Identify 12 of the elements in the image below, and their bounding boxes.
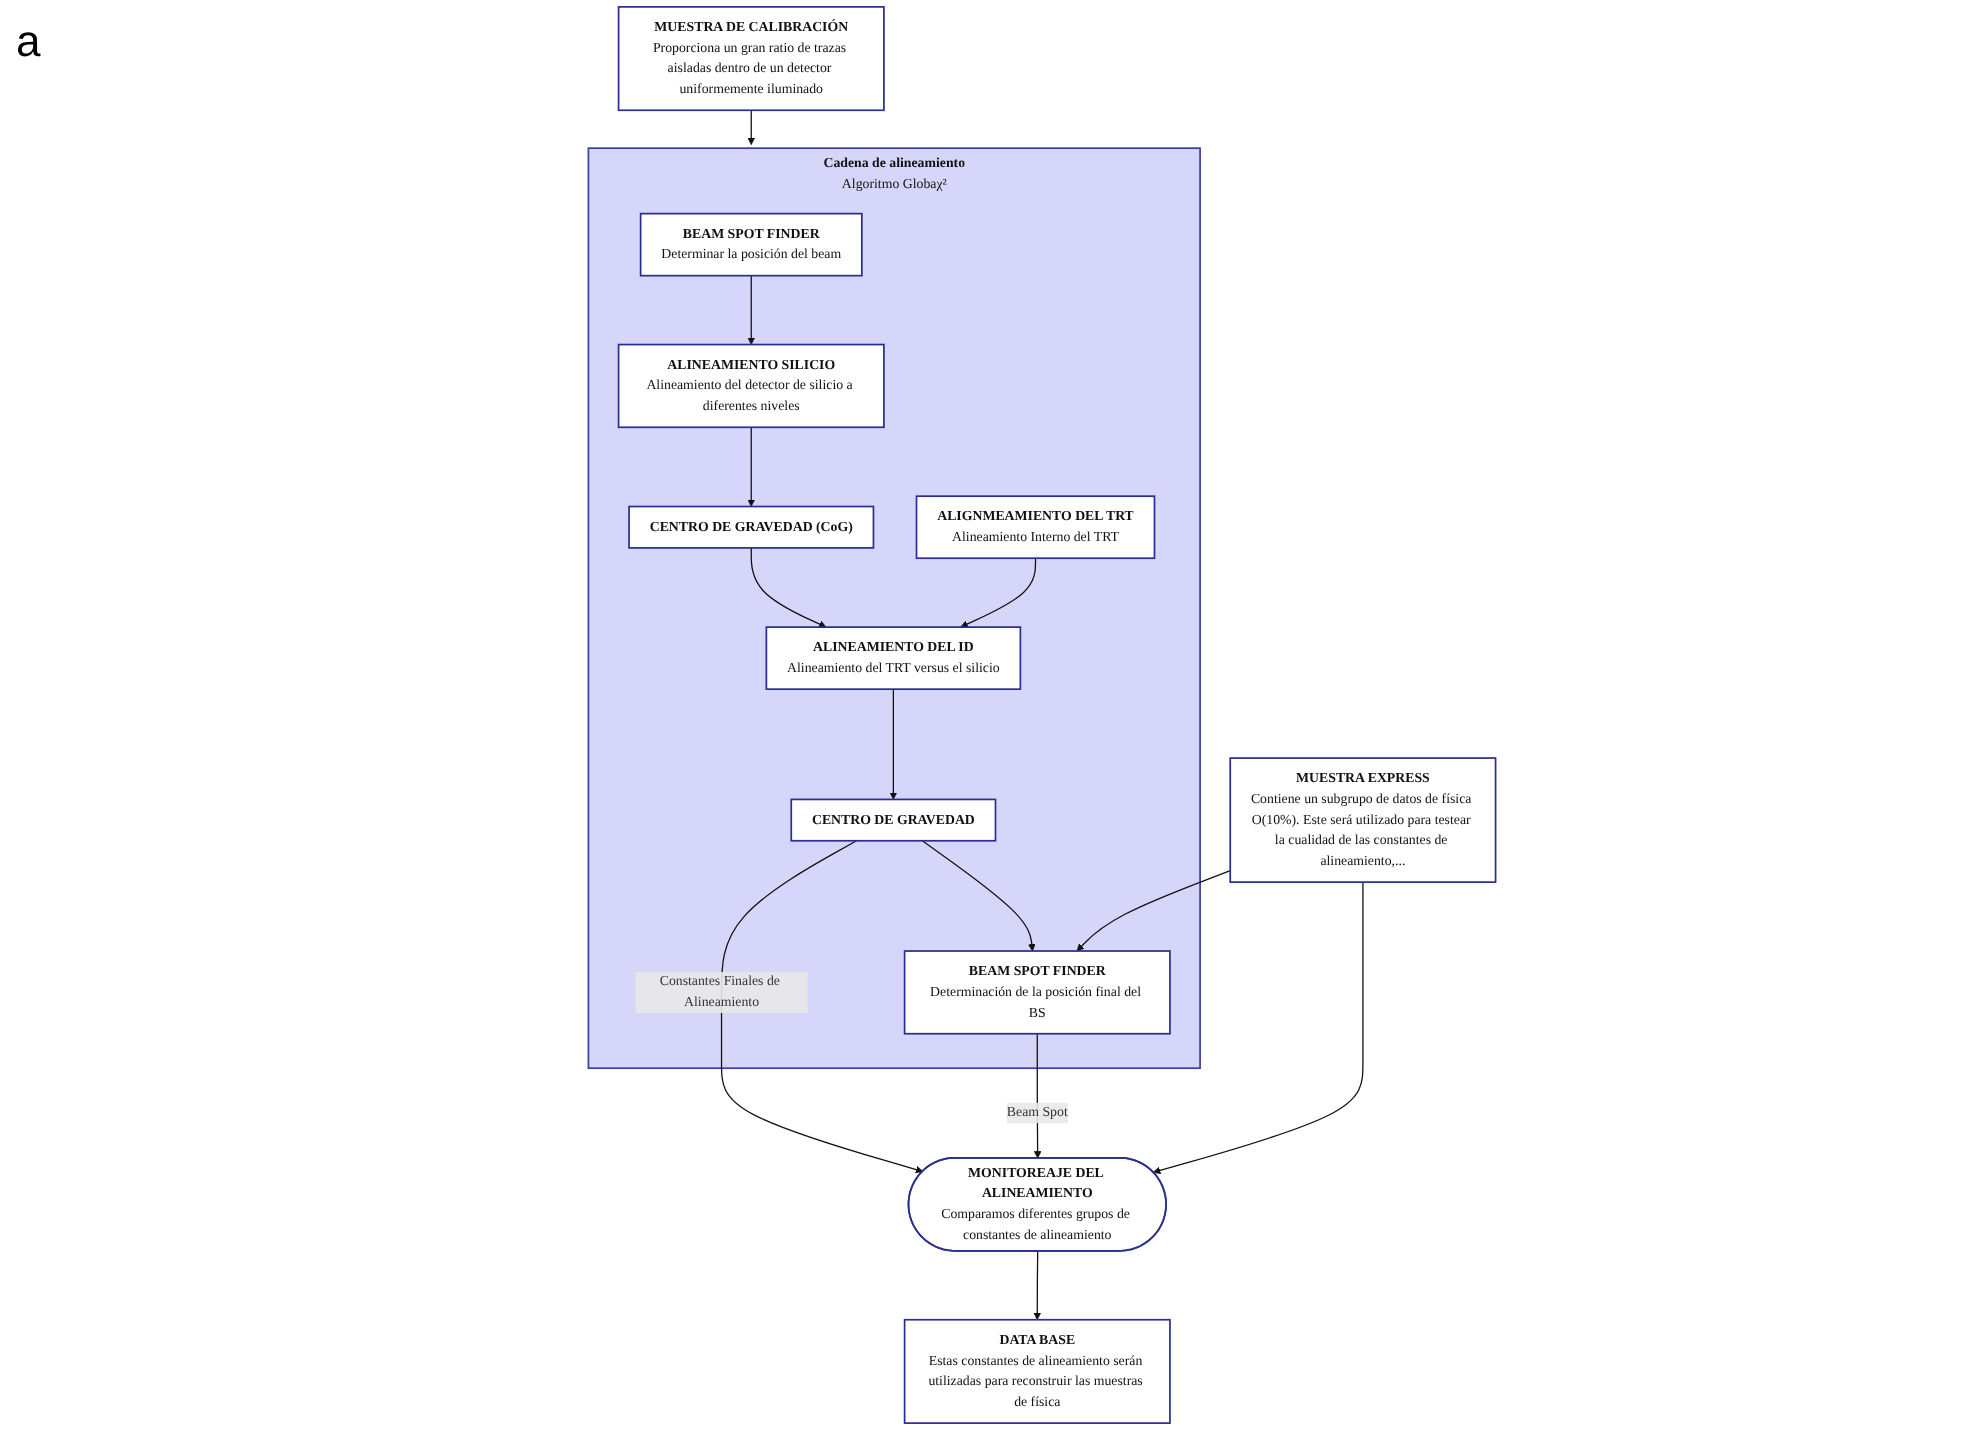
arrow [960, 557, 1037, 628]
arrow [889, 688, 898, 800]
arrow [921, 840, 1036, 952]
arrow [750, 547, 827, 628]
arrow [1076, 870, 1231, 952]
arrow [747, 426, 756, 507]
arrow [1152, 881, 1364, 1175]
label-text: a [16, 16, 43, 68]
arrow [720, 840, 924, 1174]
arrow [1033, 1250, 1042, 1321]
arrow [747, 109, 756, 146]
arrow [747, 275, 756, 345]
